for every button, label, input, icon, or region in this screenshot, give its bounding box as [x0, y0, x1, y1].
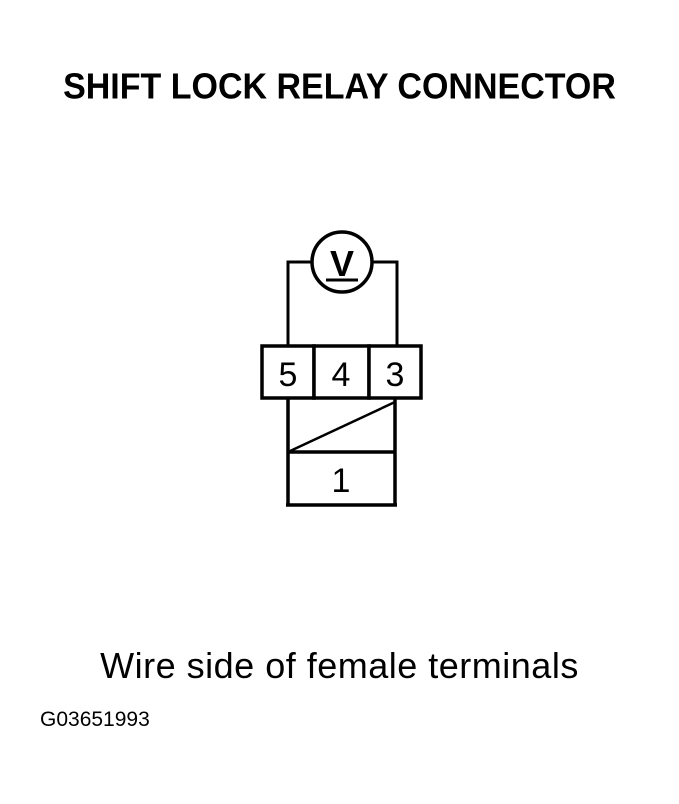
pin-label-1: 1	[332, 462, 351, 500]
voltmeter-symbol-label: V	[330, 243, 354, 284]
pin-label-3: 3	[386, 356, 405, 394]
connector-bottom-body: 1	[286, 398, 397, 507]
pin-label-4: 4	[332, 356, 351, 394]
voltmeter-icon: V	[310, 230, 374, 294]
diagram-title: SHIFT LOCK RELAY CONNECTOR	[63, 67, 616, 107]
diagram-caption: Wire side of female terminals	[100, 645, 579, 686]
connector-top-row: 5 4 3	[260, 344, 423, 400]
meter-lead-left	[286, 260, 312, 346]
pin-cell-4	[312, 344, 371, 400]
pin-label-5: 5	[279, 356, 298, 394]
meter-lead-right	[372, 260, 399, 346]
figure-id: G03651993	[40, 708, 150, 731]
unused-cavity-slash	[287, 400, 396, 454]
